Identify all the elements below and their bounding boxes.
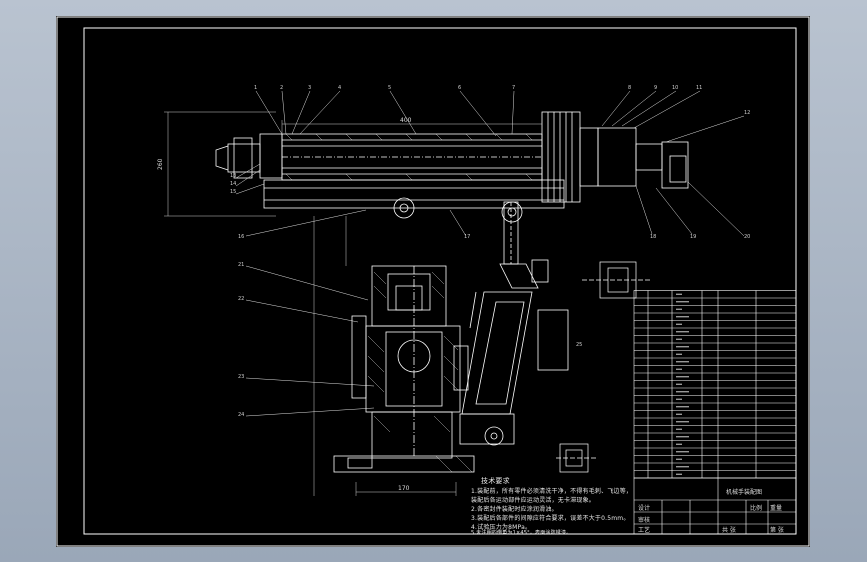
arm-assembly <box>215 111 689 265</box>
dimension-left-height: 260 <box>157 158 164 170</box>
arm-hatching <box>285 133 533 181</box>
callout-2: 2 <box>280 85 283 91</box>
callout-8: 8 <box>628 85 631 91</box>
callout-4: 4 <box>338 85 341 91</box>
callout-20: 20 <box>744 234 750 240</box>
parts-list-frame <box>633 290 797 479</box>
tech-note-line-3: 2.各密封件装配时应涂润滑油。 <box>471 506 558 513</box>
callout-numbers: 1 2 3 4 5 6 7 8 9 10 11 12 13 14 15 16 1… <box>230 85 750 418</box>
base-hatching <box>367 271 473 473</box>
assembly-drawing: 机械手装配图 设计 审核 工艺 比例 重量 共 张 第 张 400 260 17… <box>56 16 810 547</box>
tech-notes-title: 技术要求 <box>481 477 510 485</box>
callout-23: 23 <box>238 374 244 380</box>
dimension-top-length: 400 <box>400 117 412 124</box>
callout-11: 11 <box>696 85 702 91</box>
callout-24: 24 <box>238 412 244 418</box>
parts-list-table <box>633 290 797 479</box>
title-block-label-process: 工艺 <box>638 526 650 534</box>
callout-19: 19 <box>690 234 696 240</box>
title-block <box>633 477 797 535</box>
callout-9: 9 <box>654 85 657 91</box>
callout-6: 6 <box>458 85 461 91</box>
callout-17: 17 <box>464 234 470 240</box>
detail-view-a <box>582 261 652 299</box>
title-block-label-scale: 比例 <box>750 504 762 512</box>
tech-note-line-1: 1.装配前，所有零件必须清洗干净，不得有毛刺、飞边等， <box>471 488 633 495</box>
inner-frame <box>83 27 797 535</box>
callout-5: 5 <box>388 85 391 91</box>
callout-16: 16 <box>238 234 244 240</box>
detail-view-b <box>556 443 596 473</box>
title-block-label-weight: 重量 <box>770 504 782 512</box>
callout-15: 15 <box>230 189 236 195</box>
callout-13: 13 <box>230 173 236 179</box>
callout-21: 21 <box>238 262 244 268</box>
callout-12: 12 <box>744 110 750 116</box>
title-block-label-design: 设计 <box>638 504 650 512</box>
angled-section <box>459 259 569 446</box>
callout-7: 7 <box>512 85 515 91</box>
dimension-base-width: 170 <box>398 485 410 492</box>
tech-note-line-5: 4.试验压力为8MPa。 <box>471 524 532 531</box>
base-assembly <box>333 265 475 473</box>
callout-18: 18 <box>650 234 656 240</box>
title-block-name: 机械手装配图 <box>726 488 762 496</box>
outer-border <box>56 16 810 547</box>
callout-14: 14 <box>230 181 236 187</box>
title-block-label-review: 审核 <box>638 516 650 524</box>
tech-note-line-6: 5.未注明的倒角为1×45°，表面涂防锈漆。 <box>471 530 572 536</box>
tech-note-line-4: 3.装配后各部件的间隙应符合要求，误差不大于0.5mm。 <box>471 515 630 522</box>
callout-10: 10 <box>672 85 678 91</box>
dimension-lines <box>164 111 543 496</box>
callout-1: 1 <box>254 85 257 91</box>
callout-22: 22 <box>238 296 244 302</box>
leader-lines <box>235 90 745 417</box>
tech-note-line-2: 装配后各运动部件应运动灵活，无卡滞现象。 <box>471 497 596 504</box>
drawing-sheet: 机械手装配图 设计 审核 工艺 比例 重量 共 张 第 张 400 260 17… <box>56 16 810 547</box>
callout-25: 25 <box>576 342 582 348</box>
callout-3: 3 <box>308 85 311 91</box>
title-block-label-sheet-no: 第 张 <box>770 526 784 534</box>
title-block-label-sheets: 共 张 <box>722 526 736 534</box>
